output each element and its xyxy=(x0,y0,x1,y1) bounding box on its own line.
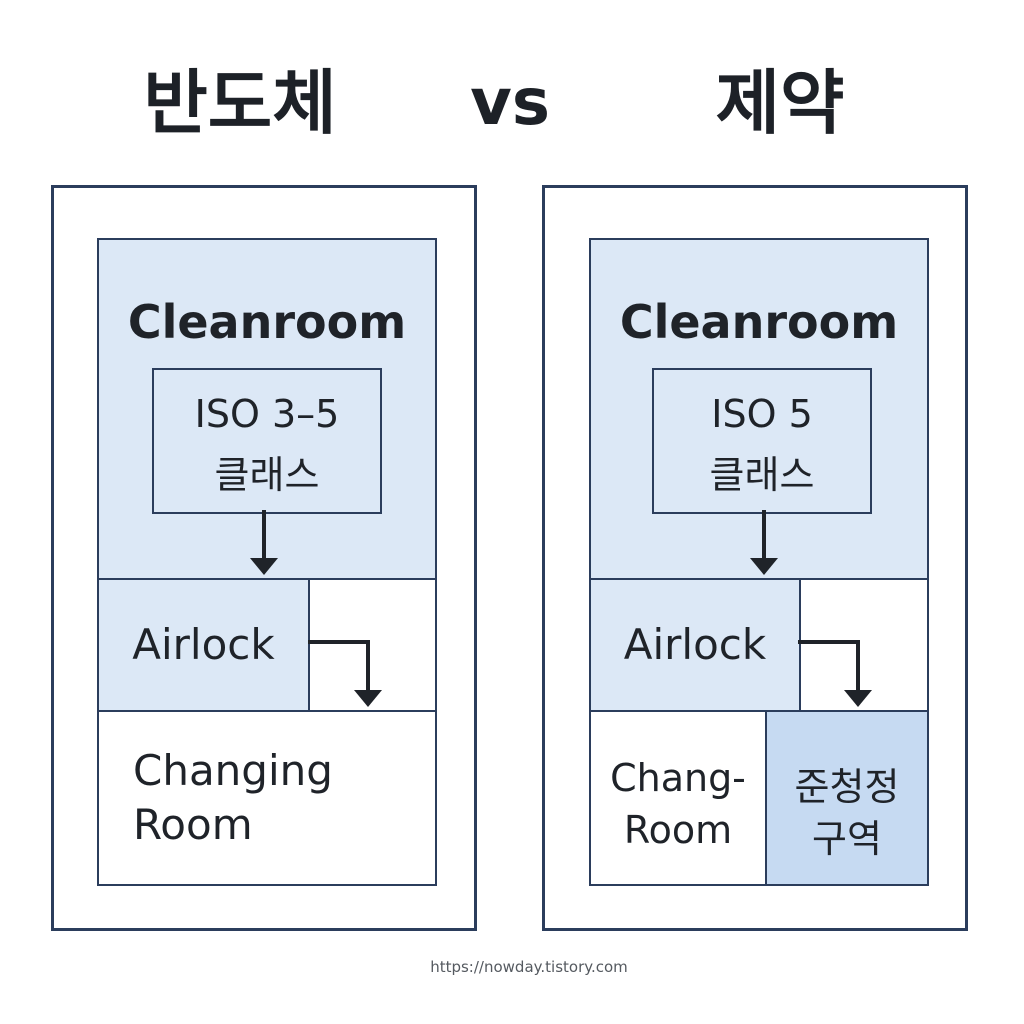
pharma-iso-class-line1: ISO 5 xyxy=(711,392,813,436)
title-semiconductor: 반도체 xyxy=(143,62,337,144)
title-pharma: 제약 xyxy=(715,62,845,144)
semiconductor-iso-class-line2: 클래스 xyxy=(214,453,320,497)
semiconductor-passage xyxy=(308,578,437,712)
pharma-semi-clean-line2: 구역 xyxy=(812,817,882,861)
pharma-airlock-label: Airlock xyxy=(623,620,767,669)
pharma-cleanroom: Cleanroom ISO 5 클래스 xyxy=(589,238,929,580)
title-vs: vs xyxy=(470,66,550,140)
semiconductor-airlock-label: Airlock xyxy=(132,620,275,669)
pharma-cleanroom-label: Cleanroom xyxy=(619,295,899,349)
pharma-changing-room-line2: Room xyxy=(623,808,733,852)
pharma-semi-clean-line1: 준청정 xyxy=(794,765,900,809)
pharma-semi-clean-zone: 준청정 구역 xyxy=(765,710,929,886)
semiconductor-changing-room-line1: Changing xyxy=(133,746,333,795)
pharma-changing-room: Chang- Room xyxy=(589,710,767,886)
semiconductor-changing-room: Changing Room xyxy=(97,710,437,886)
semiconductor-airlock: Airlock xyxy=(97,578,310,712)
semiconductor-panel: Cleanroom ISO 3–5 클래스 Airlock Changing R… xyxy=(51,185,477,931)
pharma-iso-class-line2: 클래스 xyxy=(709,453,815,497)
pharma-iso-class-box: ISO 5 클래스 xyxy=(652,368,872,514)
pharma-panel: Cleanroom ISO 5 클래스 Airlock Chang- Room … xyxy=(542,185,968,931)
semiconductor-cleanroom: Cleanroom ISO 3–5 클래스 xyxy=(97,238,437,580)
pharma-changing-room-line1: Chang- xyxy=(610,756,746,800)
semiconductor-iso-class-box: ISO 3–5 클래스 xyxy=(152,368,382,514)
footer-url: https://nowday.tistory.com xyxy=(430,958,628,976)
semiconductor-cleanroom-label: Cleanroom xyxy=(127,295,407,349)
pharma-airlock: Airlock xyxy=(589,578,801,712)
semiconductor-changing-room-line2: Room xyxy=(133,800,253,849)
pharma-passage xyxy=(799,578,929,712)
semiconductor-iso-class-line1: ISO 3–5 xyxy=(194,392,340,436)
